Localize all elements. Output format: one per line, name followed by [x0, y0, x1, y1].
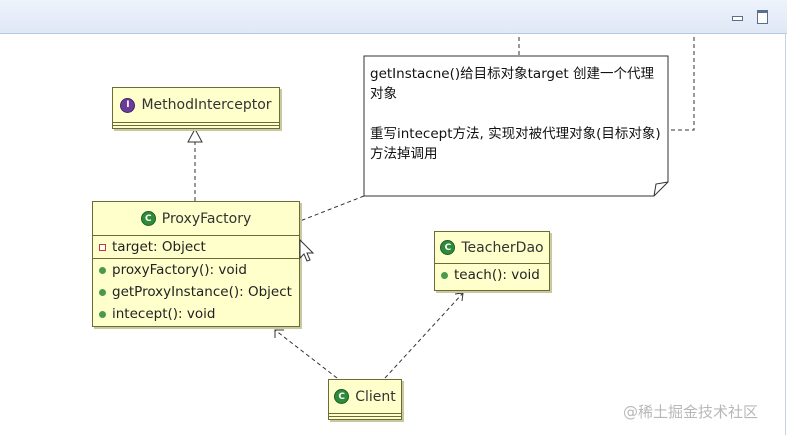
class-proxyfactory[interactable]: C ProxyFactory target: Object proxyFacto…	[92, 201, 300, 327]
view-toolbar	[0, 0, 787, 34]
public-method-icon	[99, 266, 106, 274]
mouse-pointer-icon	[299, 238, 315, 262]
class-client[interactable]: C Client	[328, 379, 402, 420]
class-name: Client	[355, 388, 396, 405]
note-connector-proxyfactory	[299, 195, 365, 222]
class-teacherdao[interactable]: C TeacherDao teach(): void	[434, 231, 550, 291]
class-methodinterceptor[interactable]: I MethodInterceptor	[112, 87, 280, 129]
diagram-canvas	[0, 33, 786, 435]
maximize-icon[interactable]	[757, 10, 769, 24]
class-icon: C	[140, 211, 156, 226]
field-target[interactable]: target: Object	[93, 236, 299, 258]
realization-arrowhead	[187, 127, 203, 143]
method-intecept[interactable]: intecept(): void	[93, 303, 299, 325]
private-field-icon	[99, 243, 106, 251]
class-icon: C	[334, 389, 350, 404]
method-getproxyinstance[interactable]: getProxyInstance(): Object	[93, 281, 299, 303]
comment-note[interactable]: getInstacne()给目标对象target 创建一个代理 对象 重写int…	[365, 56, 668, 196]
note-fold	[653, 181, 669, 197]
public-method-icon	[441, 271, 448, 279]
note-text-1: getInstacne()给目标对象target 创建一个代理 对象	[370, 66, 654, 102]
class-name: TeacherDao	[461, 239, 544, 256]
dependency-client-proxyfactory	[274, 329, 338, 379]
interface-icon: I	[120, 97, 136, 113]
class-name: ProxyFactory	[161, 210, 252, 227]
dependency-client-teacherdao	[384, 292, 464, 379]
public-method-icon	[99, 310, 106, 318]
public-method-icon	[99, 288, 106, 296]
minimize-icon[interactable]	[731, 10, 743, 22]
watermark: @稀土掘金技术社区	[623, 403, 759, 421]
dependency-arrowhead-proxyfactory	[274, 329, 284, 338]
method-proxyfactory[interactable]: proxyFactory(): void	[93, 259, 299, 281]
note-text-2: 重写intecept方法, 实现对被代理对象(目标对象) 方法掉调用	[370, 126, 661, 162]
dependency-arrowhead-teacherdao	[454, 292, 464, 302]
note-connector-right	[668, 37, 695, 131]
method-teach[interactable]: teach(): void	[435, 264, 549, 286]
note-frame	[363, 55, 669, 197]
class-icon: C	[440, 240, 456, 255]
class-name: MethodInterceptor	[141, 97, 272, 113]
